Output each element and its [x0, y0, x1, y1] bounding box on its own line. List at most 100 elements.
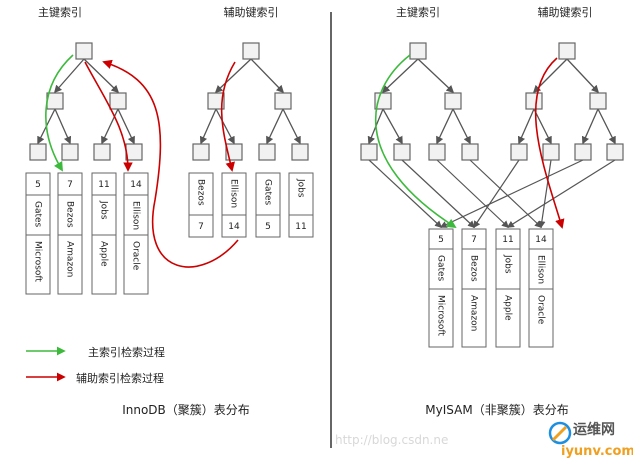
innodb-secondary-row-id: 7: [198, 222, 204, 232]
innodb-secondary-edge: [199, 108, 217, 145]
myisam-secondary-leaf-node: [542, 143, 560, 161]
innodb-primary-search-path: [45, 54, 74, 172]
innodb-secondary-edge: [282, 108, 301, 145]
myisam-row-pointer: [436, 159, 510, 228]
innodb-secondary-search-path-2: [220, 61, 236, 172]
innodb-secondary-row-name: Jobs: [296, 178, 306, 198]
innodb-secondary-edge: [250, 58, 285, 94]
logo-cn: 运维网: [573, 421, 615, 438]
logo-en: iyunv.com: [561, 444, 633, 459]
innodb-secondary-search-path-1: [84, 61, 133, 172]
innodb-primary-row-name: Ellison: [131, 201, 141, 230]
myisam-primary-title: 主键索引: [396, 5, 440, 19]
innodb-secondary-inner-node: [207, 92, 225, 110]
myisam-secondary-root-node: [558, 42, 576, 60]
innodb-primary-row-id: 5: [35, 180, 41, 190]
innodb-primary-row-name: Jobs: [99, 200, 109, 220]
myisam-primary-leaf-node: [360, 143, 378, 161]
myisam-row-company: Oracle: [536, 295, 546, 325]
innodb-secondary-leaf-node: [291, 143, 309, 161]
legend-secondary-label: 辅助索引检索过程: [76, 371, 164, 385]
myisam-row-name: Ellison: [536, 255, 546, 284]
innodb-caption: InnoDB（聚簇）表分布: [122, 402, 250, 417]
innodb-secondary-search-path-3: [102, 59, 239, 268]
myisam-secondary-leaf-node: [510, 143, 528, 161]
innodb-secondary-root-node: [242, 42, 260, 60]
myisam-primary-root-node: [409, 42, 427, 60]
myisam-row-pointer: [469, 159, 543, 228]
myisam-primary-edge: [417, 58, 455, 94]
myisam-row-pointer: [368, 159, 443, 228]
innodb-secondary-row-name: Bezos: [196, 179, 206, 206]
myisam-row-id: 11: [502, 235, 513, 245]
myisam-secondary-edge: [581, 108, 599, 145]
innodb-secondary-edge: [214, 58, 252, 94]
myisam-row-company: Amazon: [469, 295, 479, 331]
logo-ring-icon: [548, 421, 572, 445]
myisam-secondary-leaf-node: [574, 143, 592, 161]
tree-nodes: [29, 42, 624, 161]
tree-edges: [37, 58, 616, 229]
innodb-primary-row-name: Gates: [33, 201, 43, 228]
myisam-row-company: Apple: [503, 295, 513, 321]
myisam-row-pointer: [473, 159, 520, 229]
myisam-secondary-edge: [566, 58, 600, 94]
myisam-primary-leaf-node: [393, 143, 411, 161]
myisam-secondary-title: 辅助键索引: [538, 5, 593, 19]
innodb-primary-row-company: Oracle: [131, 241, 141, 271]
legend: 主索引检索过程 辅助索引检索过程: [26, 345, 165, 385]
innodb-primary-edge: [101, 108, 119, 145]
innodb-primary-edge: [117, 108, 135, 145]
innodb-secondary-row-id: 5: [265, 222, 271, 232]
myisam-caption: MyISAM（非聚簇）表分布: [425, 402, 568, 417]
myisam-primary-edge: [381, 58, 419, 94]
innodb-secondary-row-id: 14: [228, 222, 240, 232]
myisam-row-name: Bezos: [469, 255, 479, 282]
innodb-secondary-inner-node: [274, 92, 292, 110]
innodb-secondary-row-column: Bezos 7: [188, 172, 214, 238]
innodb-secondary-leaf-node: [225, 143, 243, 161]
site-logo: 运维网 iyunv.com: [548, 421, 633, 459]
innodb-primary-title: 主键索引: [38, 5, 82, 19]
innodb-primary-leaf-node: [125, 143, 143, 161]
innodb-primary-edge: [83, 58, 120, 94]
innodb-primary-row-id: 14: [130, 180, 142, 190]
innodb-primary-edge: [54, 108, 72, 145]
innodb-primary-row-id: 11: [98, 180, 109, 190]
innodb-primary-row-company: Microsoft: [33, 241, 43, 282]
innodb-secondary-leaf-node: [258, 143, 276, 161]
innodb-primary-row-company: Amazon: [65, 241, 75, 277]
watermark-text: http://blog.csdn.ne: [335, 433, 448, 447]
myisam-row-pointer: [439, 159, 584, 228]
innodb-primary-leaf-node: [29, 143, 47, 161]
myisam-primary-leaf-node: [428, 143, 446, 161]
myisam-primary-leaf-node: [461, 143, 479, 161]
myisam-primary-edge: [452, 108, 471, 145]
innodb-secondary-edge: [215, 108, 235, 145]
logo-swoosh-icon: [551, 425, 568, 442]
myisam-primary-edge: [436, 108, 454, 145]
legend-primary-label: 主索引检索过程: [88, 345, 165, 359]
innodb-primary-edge: [53, 58, 85, 94]
myisam-secondary-inner-node: [525, 92, 543, 110]
myisam-row-pointer: [538, 159, 552, 229]
search-paths: [45, 54, 565, 268]
myisam-row-name: Jobs: [503, 254, 513, 274]
myisam-primary-search-path: [374, 54, 457, 229]
myisam-secondary-edge: [533, 108, 552, 145]
innodb-secondary-title: 辅助键索引: [224, 5, 279, 19]
myisam-secondary-inner-node: [589, 92, 607, 110]
myisam-secondary-edge: [517, 108, 535, 145]
innodb-primary-leaf-node: [93, 143, 111, 161]
innodb-secondary-row-name: Ellison: [229, 179, 239, 208]
myisam-row-id: 7: [471, 235, 477, 245]
